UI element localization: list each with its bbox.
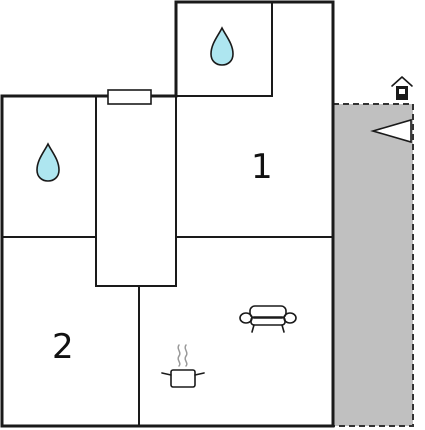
triangle-pointer-icon [370, 118, 412, 144]
room-2-label: 2 [52, 327, 74, 367]
window [107, 89, 152, 105]
water-drop-icon [210, 26, 234, 66]
bathroom-top-wall [176, 2, 273, 97]
house-entrance-icon [391, 76, 413, 100]
water-drop-icon [36, 142, 60, 182]
room-1-label: 1 [251, 147, 273, 187]
sofa-icon [239, 305, 297, 333]
cooking-pot-icon [161, 344, 205, 388]
corridor-wall [95, 96, 177, 287]
terrace-area [332, 103, 414, 427]
